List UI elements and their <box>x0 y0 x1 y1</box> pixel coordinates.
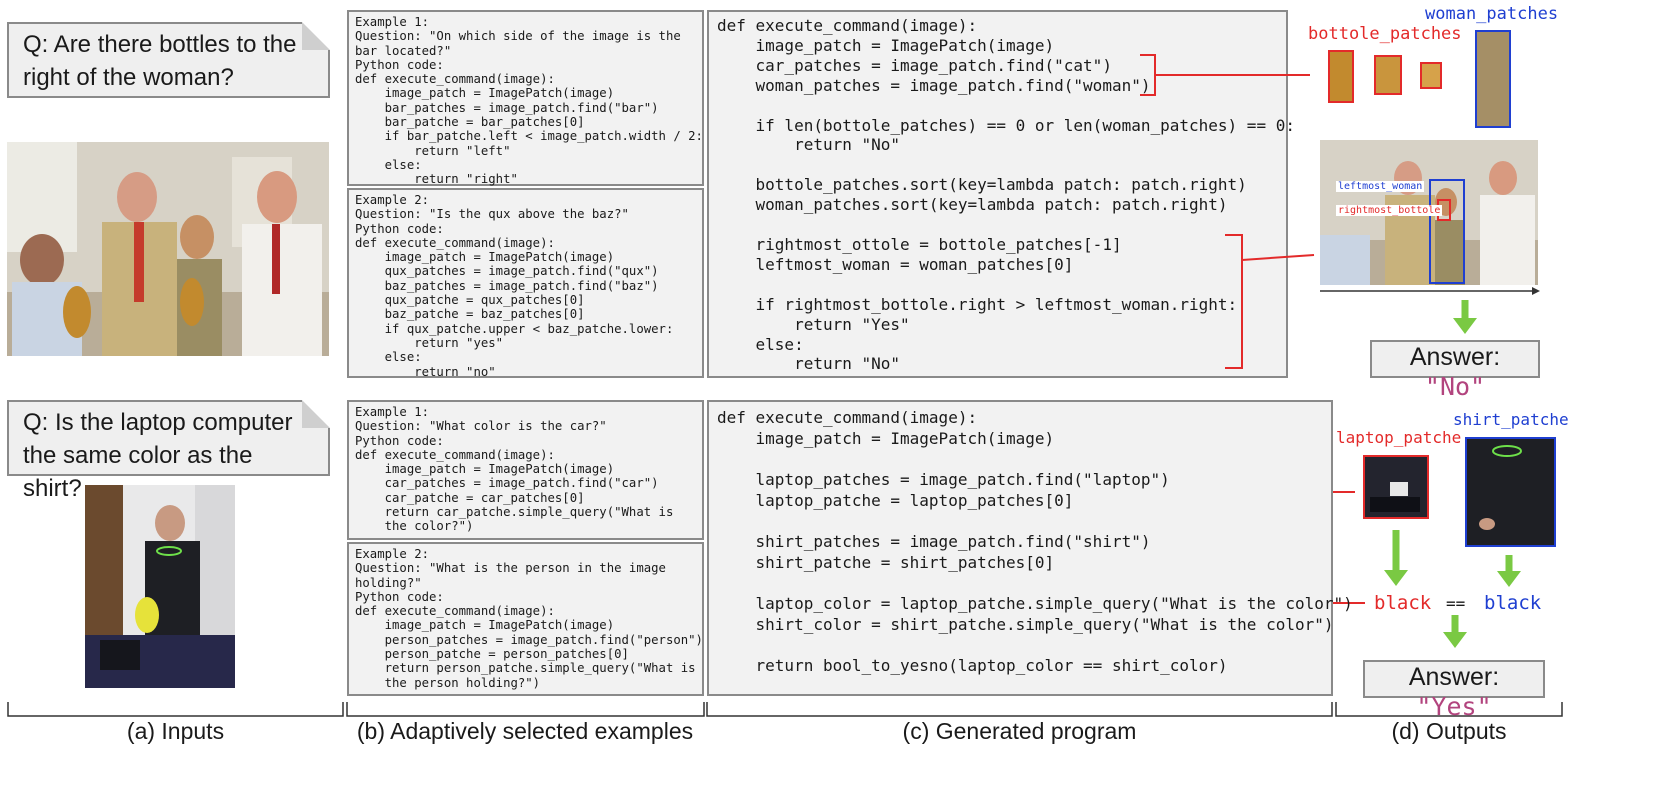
shirt-patche-label: shirt_patche <box>1453 410 1569 429</box>
tag-leftmost-woman: leftmost_woman <box>1336 181 1425 192</box>
example-code-1a: Example 1: Question: "On which side of t… <box>355 15 703 187</box>
page-fold-decoration <box>302 400 330 428</box>
bottle-patch-3 <box>1420 62 1442 89</box>
page-fold-decoration <box>302 22 330 50</box>
equals-sign: == <box>1446 594 1466 613</box>
example-box-2b: Example 2: Question: "What is the person… <box>347 542 704 696</box>
tag-rightmost-bottle: rightmost_bottole <box>1336 205 1443 216</box>
answer-box-2: Answer: "Yes" <box>1363 660 1545 721</box>
bottle-patch-2 <box>1374 55 1402 95</box>
question-box-2: Q: Is the laptop computer the same color… <box>7 400 330 502</box>
laptop-patch <box>1363 455 1429 519</box>
program-box-2: def execute_command(image): image_patch … <box>707 400 1353 696</box>
question-text-2: Q: Is the laptop computer the same color… <box>23 409 293 502</box>
program-box-1: def execute_command(image): image_patch … <box>707 10 1295 378</box>
result-word-right: black <box>1484 592 1542 614</box>
answer-box-1: Answer: "No" <box>1370 340 1540 401</box>
caption-examples: (b) Adaptively selected examples <box>356 718 694 744</box>
caption-outputs: (d) Outputs <box>1391 718 1507 744</box>
example-code-2b: Example 2: Question: "What is the person… <box>355 547 703 690</box>
question-text-1: Q: Are there bottles to the right of the… <box>23 31 297 91</box>
result-word-left: black <box>1374 592 1432 614</box>
bottle-patches-label: bottole_patches <box>1308 24 1462 44</box>
answer-prefix-1: Answer: <box>1409 343 1501 371</box>
shirt-patch <box>1465 437 1556 547</box>
question-box-1: Q: Are there bottles to the right of the… <box>7 22 330 98</box>
input-photo-office <box>7 142 329 356</box>
example-code-1b: Example 2: Question: "Is the qux above t… <box>355 193 674 379</box>
bottle-patch-1 <box>1328 50 1354 103</box>
program-code-2: def execute_command(image): image_patch … <box>717 408 1353 676</box>
answer-value-2: "Yes" <box>1416 692 1492 721</box>
example-box-1a: Example 1: Question: "On which side of t… <box>347 10 704 186</box>
example-box-2a: Example 1: Question: "What color is the … <box>347 400 704 540</box>
input-photo-laptop <box>85 485 235 688</box>
caption-program: (c) Generated program <box>902 718 1137 744</box>
answer-value-1: "No" <box>1424 372 1486 401</box>
answer-prefix-2: Answer: <box>1408 663 1500 691</box>
example-box-1b: Example 2: Question: "Is the qux above t… <box>347 188 704 379</box>
woman-patch <box>1475 30 1511 128</box>
laptop-patche-label: laptop_patche <box>1336 428 1462 447</box>
woman-patches-label: woman_patches <box>1425 4 1559 24</box>
program-code-1: def execute_command(image): image_patch … <box>717 16 1295 374</box>
caption-inputs: (a) Inputs <box>126 718 225 744</box>
example-code-2a: Example 1: Question: "What color is the … <box>355 405 674 534</box>
